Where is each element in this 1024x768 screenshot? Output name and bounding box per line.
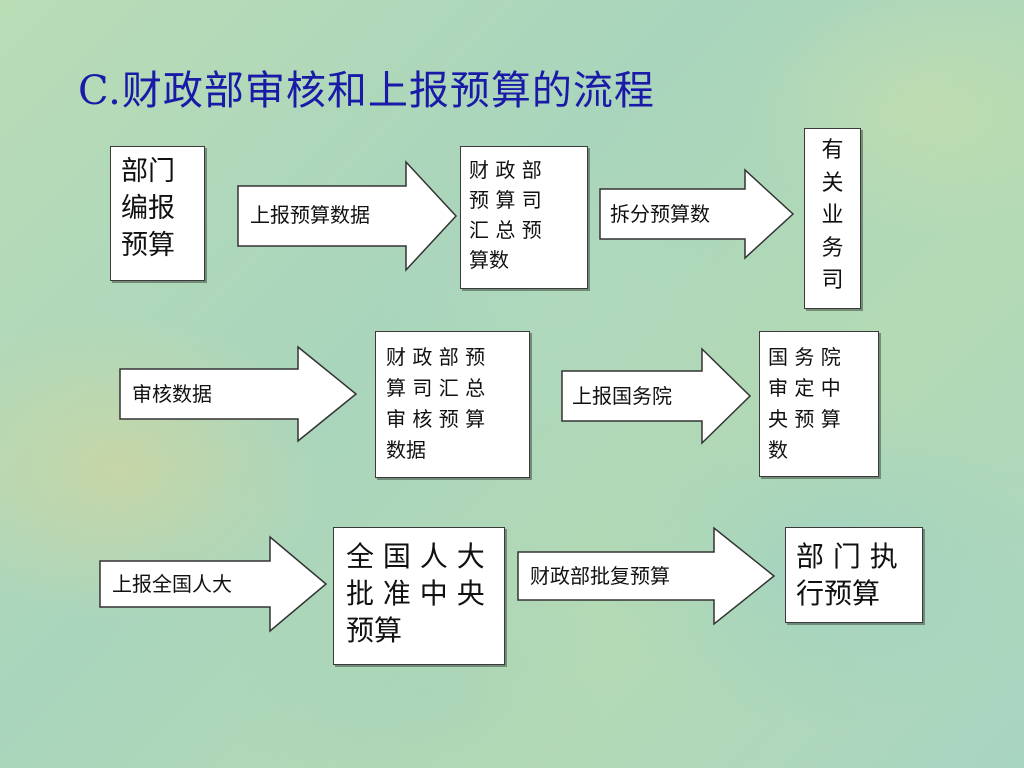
arrow-label: 上报国务院 — [572, 384, 672, 408]
arrow-report-npc: 上报全国人大 — [99, 535, 330, 633]
arrow-label: 上报预算数据 — [250, 203, 370, 227]
right-arrow-icon — [561, 347, 752, 445]
arrow-report-budget-data: 上报预算数据 — [237, 160, 460, 272]
arrow-split-budget: 拆分预算数 — [599, 168, 796, 260]
node-label: 部门 编报 预算 — [121, 156, 175, 261]
arrow-label: 审核数据 — [132, 382, 212, 406]
node-label: 全 国 人 大 批 准 中 央 预算 — [346, 540, 485, 647]
right-arrow-icon — [517, 526, 776, 626]
page-title: C.财政部审核和上报预算的流程 — [78, 68, 655, 114]
node-dept-compile-budget: 部门 编报 预算 — [110, 146, 205, 281]
node-label: 国 务 院 审 定 中 央 预 算 数 — [768, 345, 841, 462]
node-label: 有 关 业 务 司 — [821, 138, 844, 293]
arrow-label: 拆分预算数 — [610, 202, 710, 226]
node-business-departments: 有 关 业 务 司 — [804, 128, 861, 309]
right-arrow-icon — [99, 535, 328, 633]
arrow-review-data: 审核数据 — [119, 345, 360, 443]
node-dept-execute-budget: 部 门 执 行预算 — [785, 527, 923, 623]
node-mof-review-budget: 财 政 部 预 算 司 汇 总 审 核 预 算 数据 — [375, 331, 530, 478]
node-label: 部 门 执 行预算 — [796, 540, 898, 610]
arrow-label: 上报全国人大 — [112, 572, 232, 596]
node-mof-budget-summary: 财 政 部 预 算 司 汇 总 预 算数 — [460, 146, 588, 289]
right-arrow-icon — [119, 345, 358, 443]
arrow-mof-reply-budget: 财政部批复预算 — [517, 526, 778, 626]
right-arrow-icon — [237, 160, 458, 272]
arrow-report-state-council: 上报国务院 — [561, 347, 754, 445]
node-state-council-approve: 国 务 院 审 定 中 央 预 算 数 — [759, 331, 879, 477]
arrow-label: 财政部批复预算 — [530, 564, 670, 588]
node-npc-approve-budget: 全 国 人 大 批 准 中 央 预算 — [333, 527, 505, 665]
node-label: 财 政 部 预 算 司 汇 总 预 算数 — [469, 158, 542, 272]
right-arrow-icon — [599, 168, 795, 260]
node-label: 财 政 部 预 算 司 汇 总 审 核 预 算 数据 — [386, 345, 486, 462]
